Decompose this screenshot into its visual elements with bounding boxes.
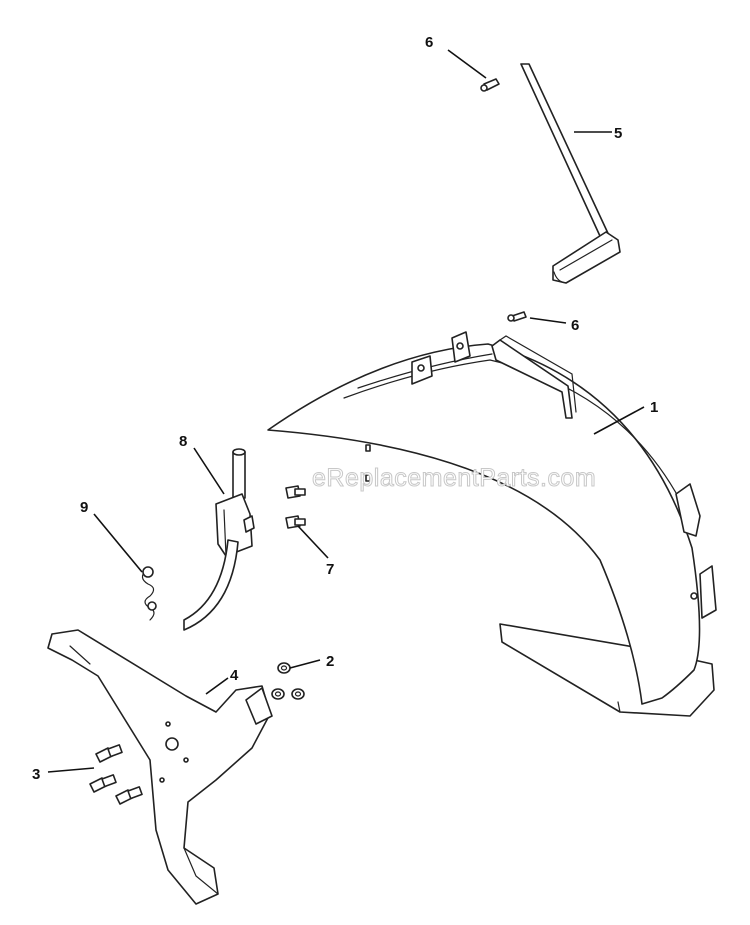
callout-6-top: 6 bbox=[425, 34, 433, 51]
callout-3: 3 bbox=[32, 766, 40, 783]
part-7-bolts bbox=[285, 485, 306, 529]
watermark-text: eReplacementParts.com bbox=[312, 464, 596, 492]
callout-7: 7 bbox=[326, 561, 334, 578]
callout-8: 8 bbox=[179, 433, 187, 450]
part-4-blade bbox=[47, 629, 273, 905]
part-9-spring-clip bbox=[141, 566, 157, 621]
part-5-handle-rod bbox=[520, 63, 621, 284]
part-1-shield-housing bbox=[267, 331, 717, 717]
part-6-pin-right bbox=[507, 311, 527, 322]
part-3-bolts bbox=[89, 744, 143, 805]
callout-1: 1 bbox=[650, 399, 658, 416]
part-8-rod-clamp-assembly bbox=[183, 448, 255, 631]
callout-2: 2 bbox=[326, 653, 334, 670]
leader-8 bbox=[193, 447, 225, 495]
leader-6-top bbox=[447, 49, 487, 79]
callout-6-right: 6 bbox=[571, 317, 579, 334]
leader-2 bbox=[289, 659, 321, 669]
leader-9 bbox=[93, 513, 143, 573]
part-2-washers bbox=[271, 662, 305, 700]
leader-6-right bbox=[529, 317, 567, 324]
part-6-pin-top bbox=[480, 78, 500, 92]
leader-1 bbox=[593, 406, 645, 435]
leader-7 bbox=[297, 525, 329, 559]
callout-4: 4 bbox=[230, 667, 239, 684]
leader-4 bbox=[205, 677, 229, 695]
callout-9: 9 bbox=[80, 499, 88, 516]
leader-3 bbox=[47, 767, 95, 773]
callout-5: 5 bbox=[614, 125, 622, 142]
